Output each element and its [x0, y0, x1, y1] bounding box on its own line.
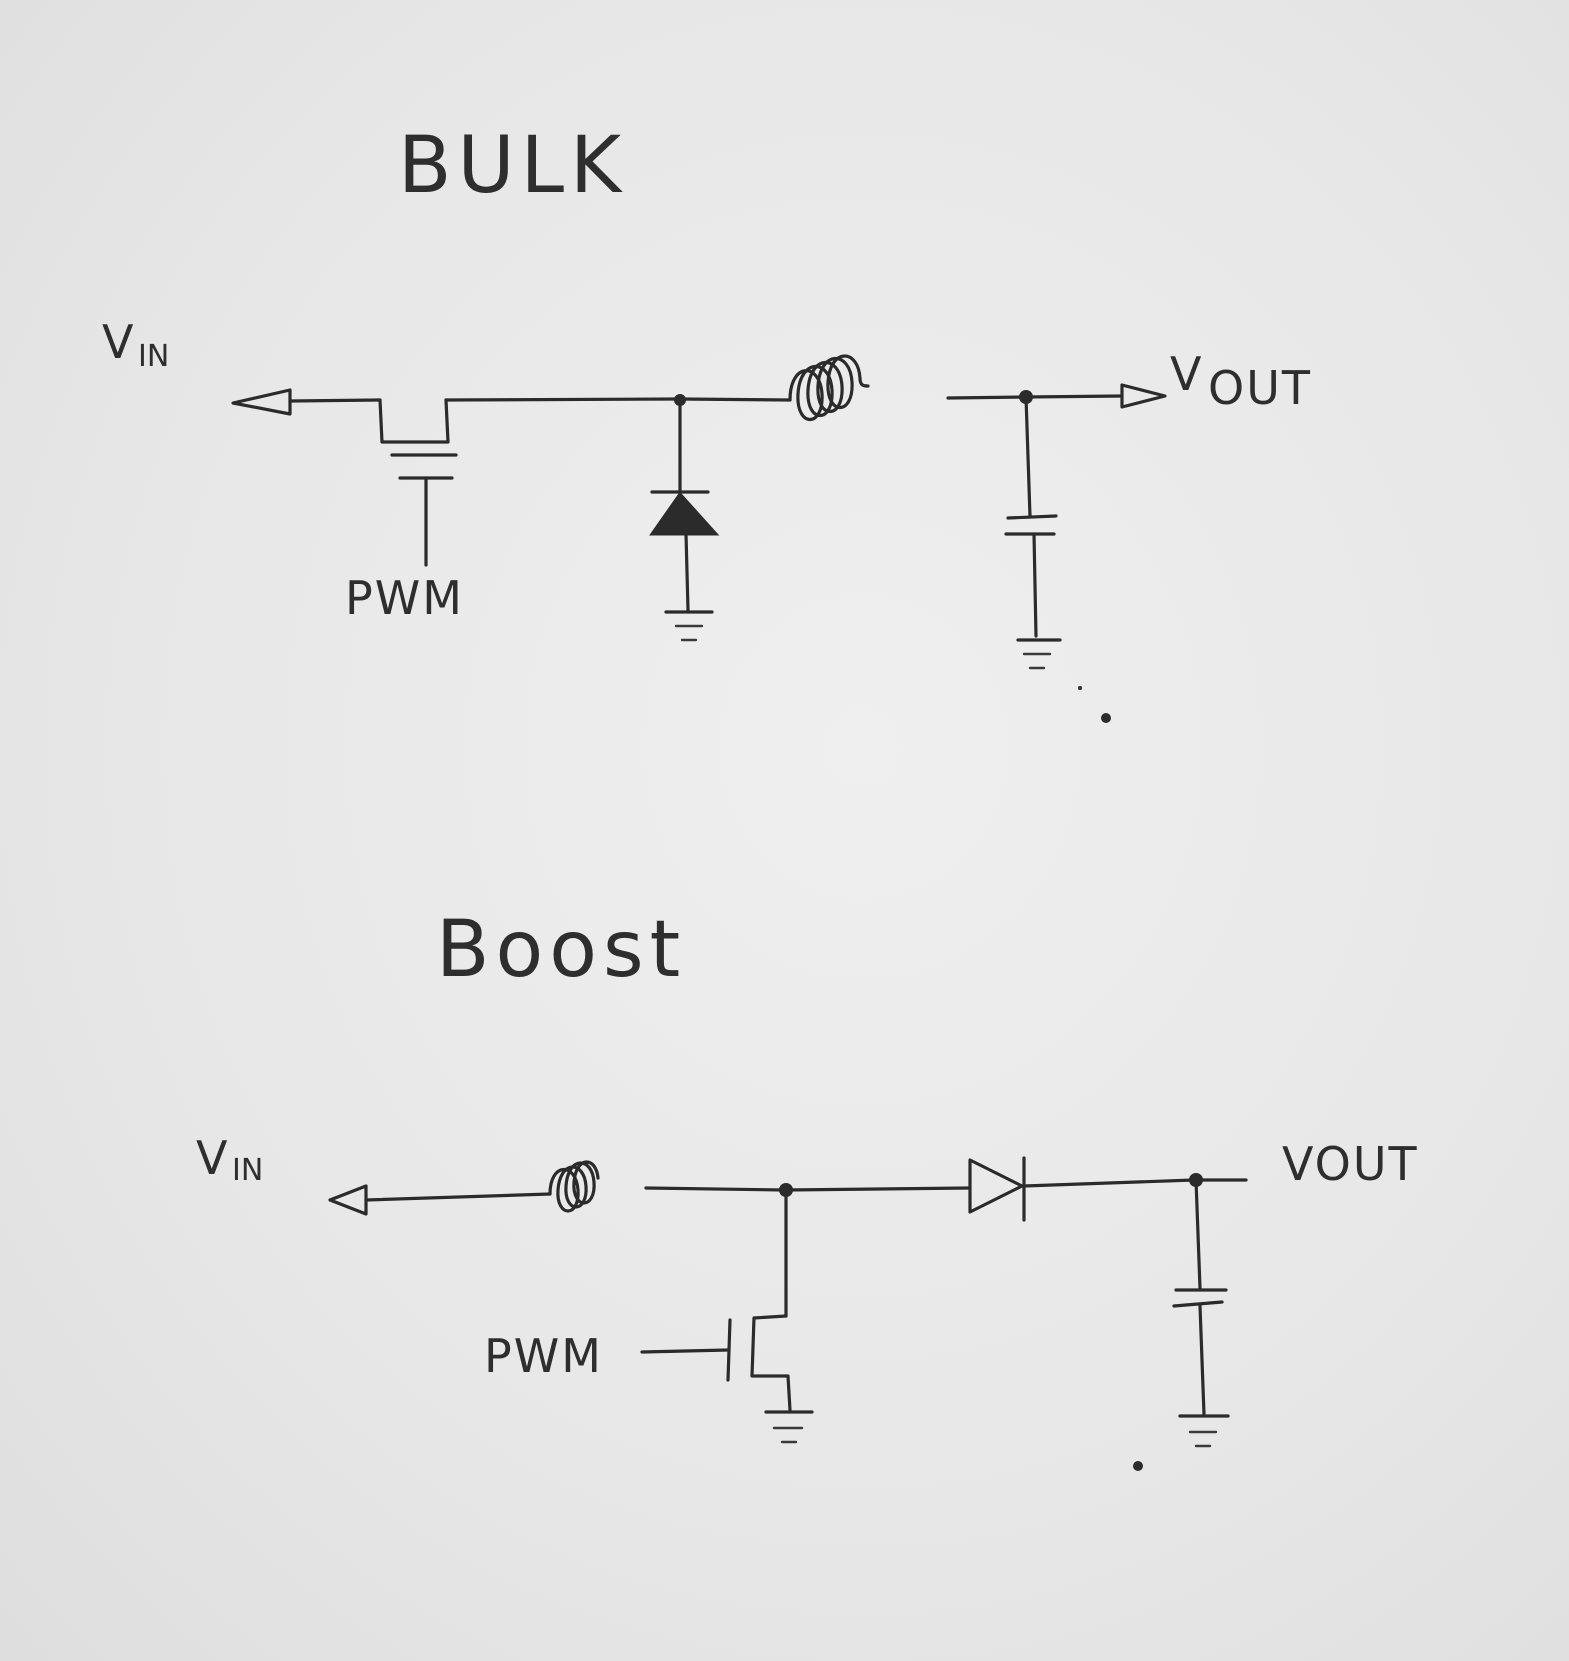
- boost-wire: [1194, 1178, 1202, 1290]
- buck-circuit: BULK V IN PWM V OUT: [102, 121, 1312, 723]
- buck-ground-icon: [664, 610, 714, 642]
- buck-mosfet-channel: [378, 398, 450, 444]
- buck-vout-sub: OUT: [1208, 361, 1312, 415]
- boost-vin-sub: IN: [232, 1153, 263, 1188]
- boost-circuit: Boost V IN PWM VOUT: [196, 905, 1419, 1471]
- buck-wire: [288, 398, 382, 403]
- boost-pwm-label: PWM: [484, 1329, 603, 1383]
- buck-ground-icon: [1016, 638, 1062, 670]
- boost-wire: [784, 1186, 972, 1192]
- buck-pwm-label: PWM: [345, 571, 464, 625]
- buck-vin-label: V: [102, 315, 135, 369]
- boost-diode-icon: [968, 1158, 1024, 1214]
- boost-wire: [644, 1186, 786, 1192]
- buck-wire: [1024, 395, 1032, 518]
- ink-smudge: [1101, 713, 1111, 723]
- boost-inductor-icon: [548, 1160, 600, 1213]
- boost-wire: [364, 1192, 552, 1202]
- buck-diode-icon: [649, 491, 720, 536]
- boost-ground-icon: [1178, 1414, 1230, 1448]
- boost-vin-label: V: [196, 1131, 229, 1185]
- buck-wire: [444, 397, 682, 402]
- ink-smudge: [1133, 1461, 1143, 1471]
- boost-capacitor-plate: [1172, 1300, 1224, 1308]
- buck-wire: [946, 395, 1026, 400]
- boost-ground-icon: [764, 1410, 814, 1444]
- buck-wire: [684, 532, 690, 612]
- buck-vin-sub: IN: [138, 339, 169, 374]
- boost-vout-label: VOUT: [1282, 1137, 1419, 1191]
- boost-mosfet-channel: [750, 1314, 792, 1412]
- buck-vout-arrow-icon: [1120, 383, 1167, 409]
- boost-title: Boost: [436, 905, 686, 995]
- buck-vin-arrow-icon: [231, 388, 292, 416]
- boost-wire: [1198, 1304, 1206, 1416]
- boost-wire: [1022, 1178, 1196, 1188]
- buck-wire: [678, 397, 792, 402]
- buck-wire: [1024, 394, 1124, 399]
- buck-inductor-icon: [788, 354, 870, 422]
- boost-vin-arrow-icon: [328, 1184, 368, 1216]
- buck-title: BULK: [398, 121, 627, 211]
- buck-capacitor-plate: [1006, 514, 1058, 520]
- buck-wire: [1032, 532, 1038, 638]
- buck-vout-label: V: [1170, 347, 1203, 401]
- boost-gate-wire: [640, 1348, 730, 1354]
- ink-smudge: [1078, 686, 1082, 690]
